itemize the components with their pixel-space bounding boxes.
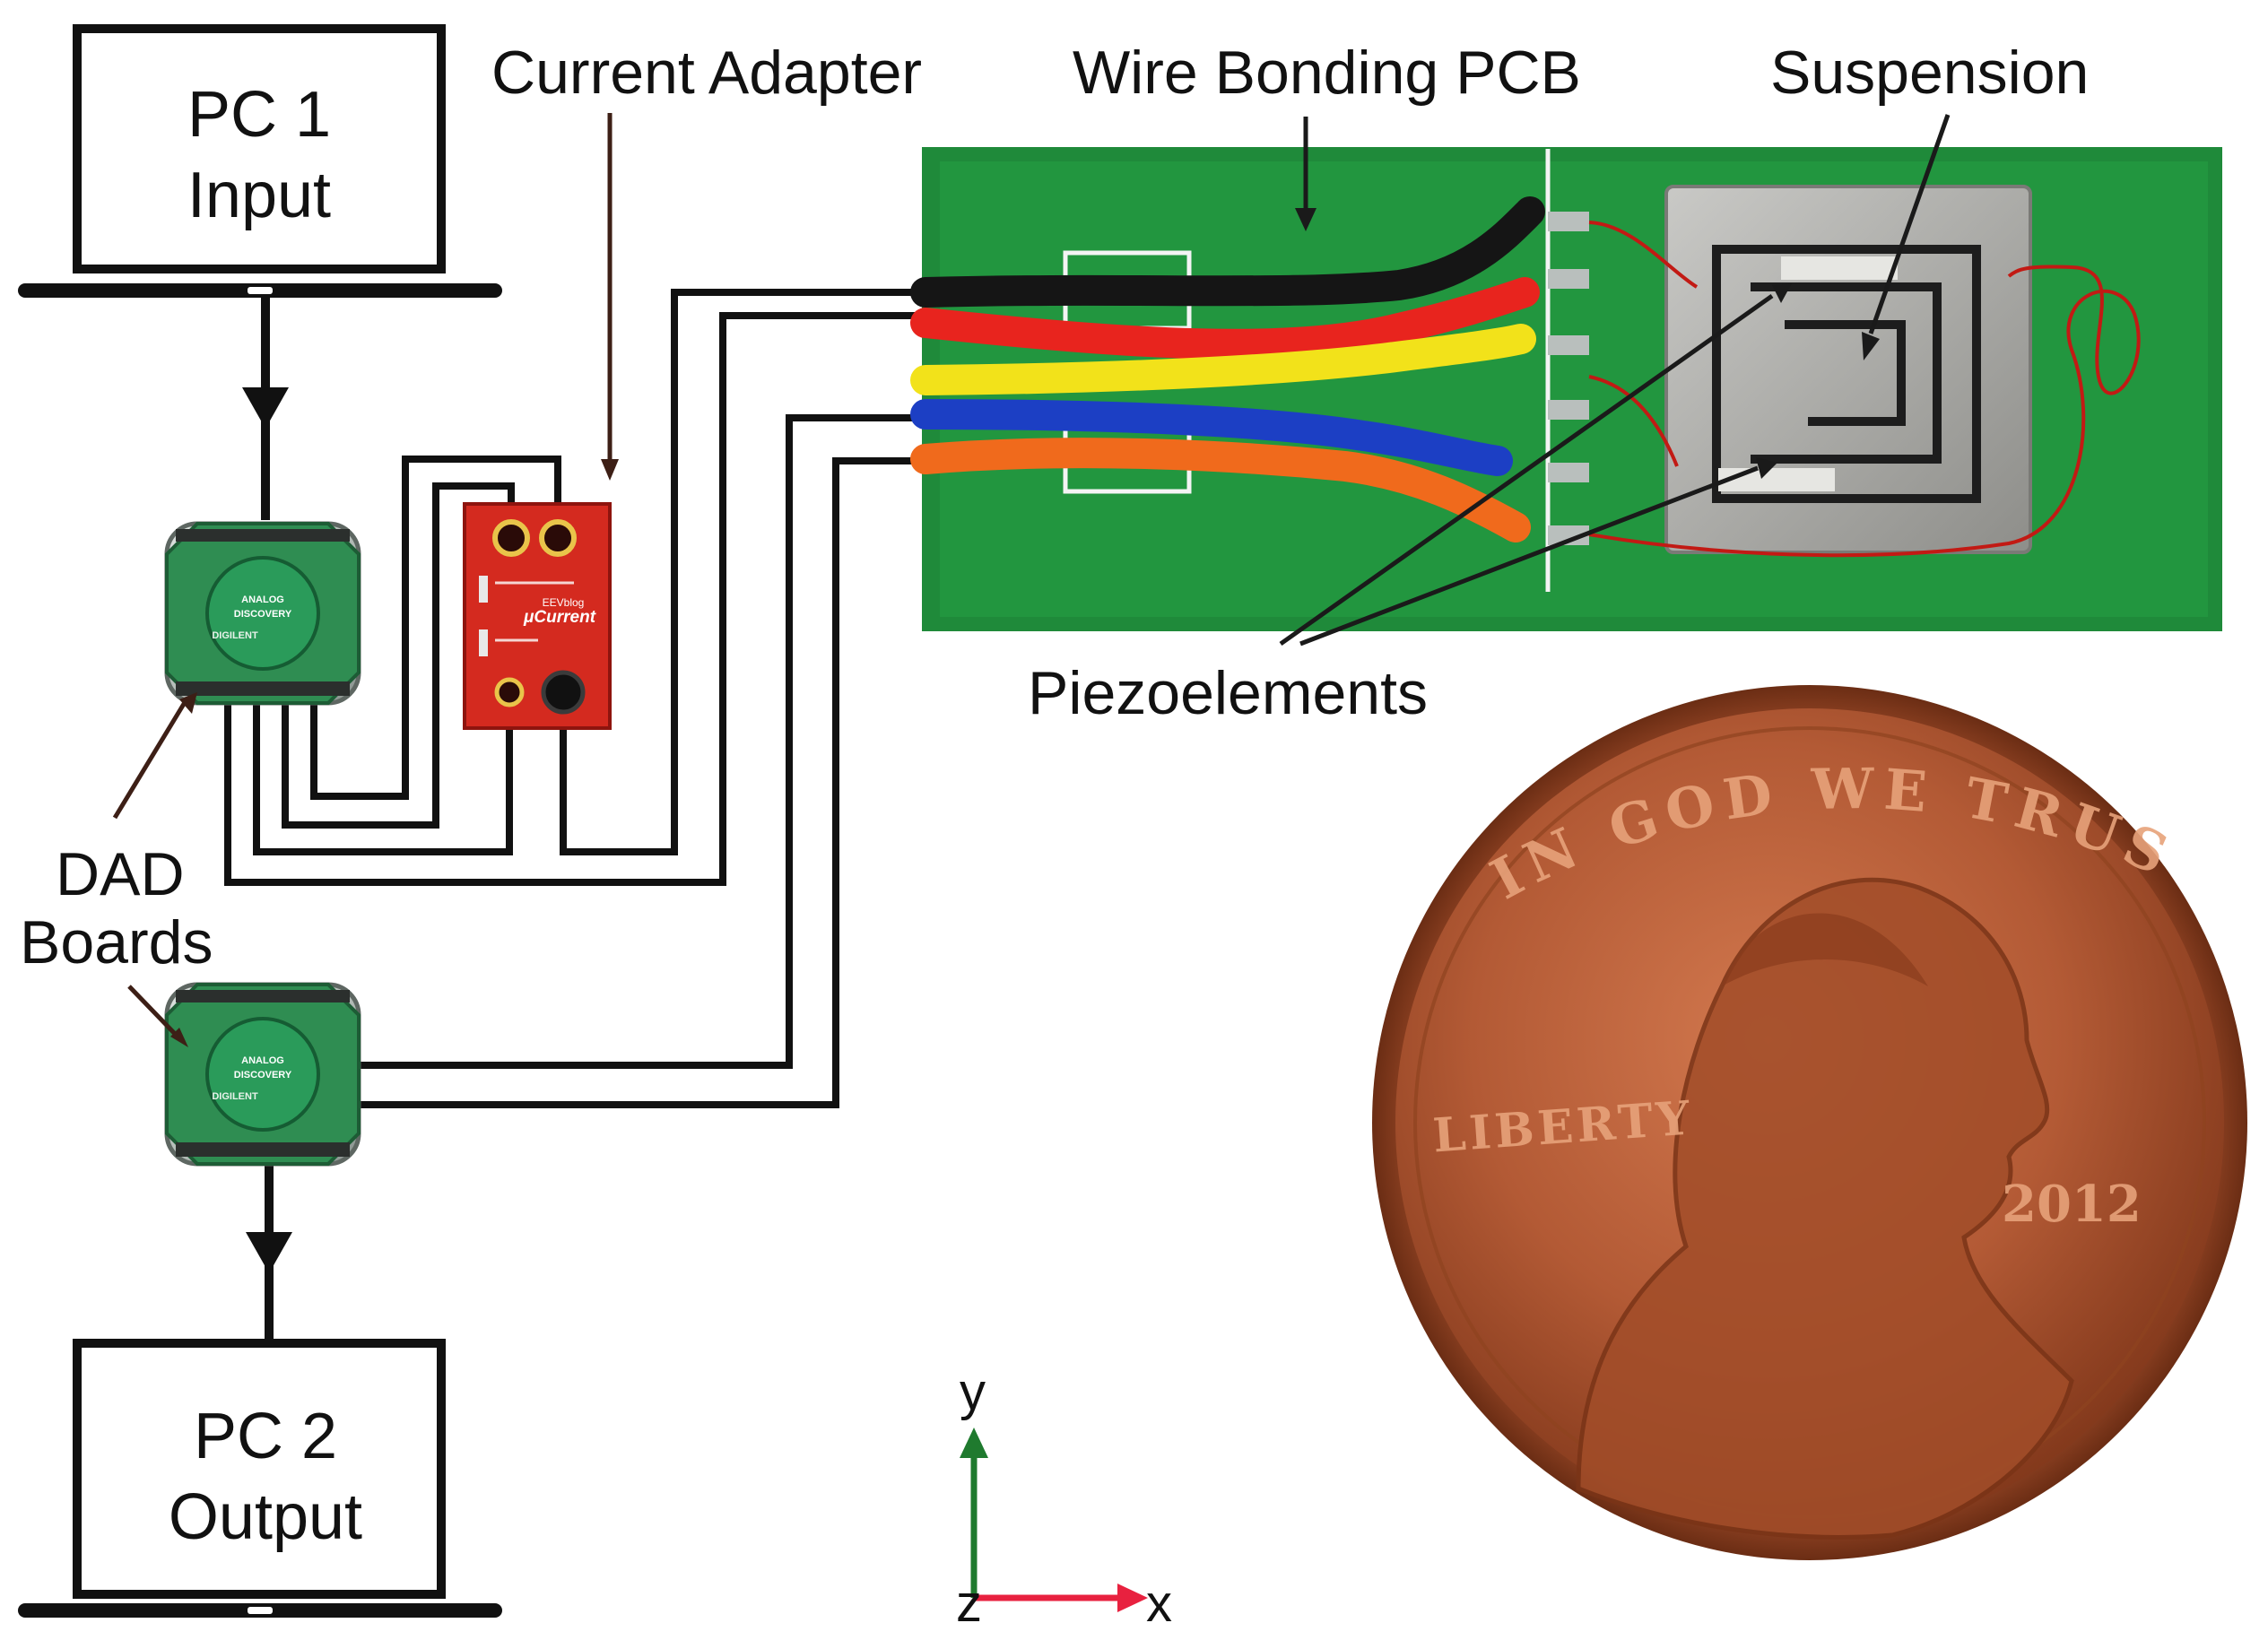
piezoelements-label: Piezoelements [1028,659,1428,727]
axis-z-label: z [956,1575,982,1633]
lincoln-portrait [1576,877,2074,1540]
coin-year: 2012 [2002,1175,2142,1234]
wire-dad2-pcb-b [352,457,925,1108]
adapter-brand: EEVblog [543,596,585,609]
pc2-subtitle: Output [169,1481,362,1553]
axis-y-label: y [960,1363,986,1421]
axes-triad [960,1428,1148,1612]
suspension-pointer [1862,114,1951,360]
wire-bonding-pcb-label: Wire Bonding PCB [1073,39,1581,107]
wire-bonding-pcb-pointer [1295,117,1316,231]
dad-boards-label-line1: DAD [56,840,185,908]
piezoelements-pointers [1279,283,1792,647]
wire-yellow [910,324,1536,395]
dad-board-2: ANALOG DISCOVERY DIGILENT [164,982,361,1167]
dad-boards-label-line2: Boards [20,908,213,976]
dad2-maker: DIGILENT [212,1091,258,1102]
dad2-brand-line1: ANALOG [241,1055,284,1066]
wire-orange [910,438,1531,542]
dad1-maker: DIGILENT [212,630,258,641]
wire-dad1-pcb-b [224,312,925,886]
wire-dad1-adapter-bottom [253,690,513,855]
adapter-name: μCurrent [523,608,596,627]
current-adapter-label: Current Adapter [491,39,922,107]
pc1-laptop-icon [18,24,502,298]
wire-blue [910,399,1513,476]
dad-boards-pointers [112,692,197,1047]
suspension-element [1664,185,2032,554]
bond-wires [1588,221,2141,558]
pcb-colored-wires [910,196,1545,542]
pc2-title: PC 2 [194,1401,337,1472]
wire-dad1-adapter-a [310,456,561,800]
dad2-brand-line2: DISCOVERY [234,1070,292,1081]
pc1-title: PC 1 [187,79,331,151]
pc2-laptop-icon [18,1339,502,1618]
dad1-brand-line2: DISCOVERY [234,609,292,620]
connection-wires [224,289,925,1108]
wire-black [910,196,1545,308]
pc1-subtitle: Input [187,160,331,231]
wire-dad1-adapter-b [282,482,515,829]
current-adapter-board: EEVblog μCurrent [463,502,612,730]
current-adapter-pointer [601,113,619,481]
dad-to-pc2-arrow [246,1161,292,1343]
suspension-label: Suspension [1770,39,2089,107]
pc1-to-dad-arrow [242,298,289,520]
axis-x-label: x [1146,1575,1172,1633]
dad-board-1: ANALOG DISCOVERY DIGILENT [164,521,361,706]
wire-adapter-pcb [560,289,925,855]
wire-dad2-pcb-a [352,414,925,1069]
wire-red [910,277,1540,360]
dad1-brand-line1: ANALOG [241,595,284,605]
